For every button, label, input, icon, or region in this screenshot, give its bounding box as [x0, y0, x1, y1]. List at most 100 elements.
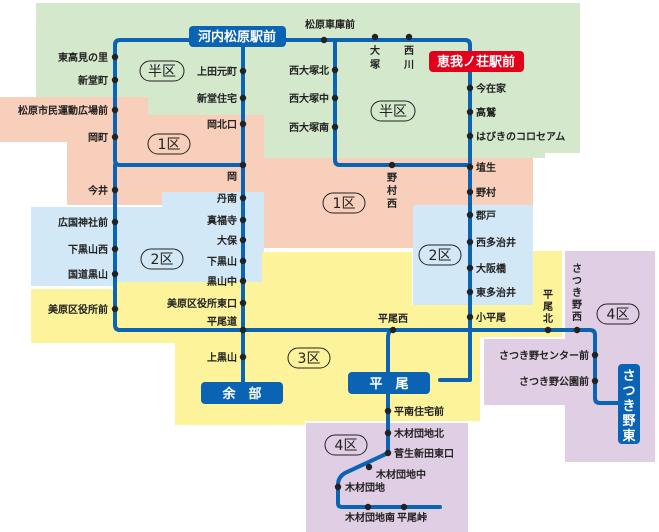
- stop-dot: [544, 326, 552, 334]
- stop-dot: [466, 264, 474, 272]
- stop-label[interactable]: 平尾道: [207, 315, 237, 328]
- stop-label[interactable]: 下黒山西: [68, 243, 108, 256]
- stop-label[interactable]: 今井: [87, 184, 108, 197]
- stop-label[interactable]: 岡北口: [207, 118, 237, 131]
- stop-label[interactable]: 東高見の里: [58, 51, 108, 64]
- stop-label[interactable]: 川: [403, 59, 414, 71]
- stop-dot: [388, 161, 396, 169]
- stop-label[interactable]: 木材団地北: [393, 427, 444, 440]
- stop-dot: [331, 66, 339, 74]
- stop-label[interactable]: 西大塚北: [289, 64, 329, 77]
- stops: 東高見の里新堂町松原市民運動広場前岡町今井広国神社前下黒山西国道黒山美原区役所前…: [18, 18, 599, 524]
- stop-dot: [239, 236, 247, 244]
- stop-label[interactable]: 小平尾: [475, 311, 506, 324]
- stop-label[interactable]: 平: [543, 289, 553, 301]
- stop-label[interactable]: 丹南: [217, 192, 237, 205]
- stop-label[interactable]: 東多治井: [476, 286, 516, 299]
- zone-label-half-left: 半区: [139, 60, 185, 82]
- stop-label[interactable]: 木材団地南: [344, 511, 395, 524]
- stop-dot: [111, 106, 119, 114]
- stop-dot: [364, 503, 372, 511]
- stop-label[interactable]: 岡町: [88, 132, 108, 144]
- terminal-kawachi-matsubara[interactable]: 河内松原駅前: [189, 26, 286, 47]
- stop-label[interactable]: 野: [572, 299, 582, 311]
- stop-label[interactable]: 上田元町: [197, 65, 237, 78]
- stop-dot: [365, 463, 373, 471]
- stop-label[interactable]: はびきのコロセアム: [476, 130, 565, 143]
- stop-dot: [591, 377, 599, 385]
- stop-label[interactable]: き: [572, 287, 582, 299]
- stop-label[interactable]: 菅生新田東口: [394, 447, 454, 460]
- stop-label[interactable]: 高鷲: [476, 106, 496, 119]
- stop-label[interactable]: 今在家: [475, 82, 507, 95]
- stop-label[interactable]: 美原区役所東口: [167, 297, 237, 310]
- stop-label[interactable]: 新堂住宅: [197, 92, 237, 105]
- stop-label[interactable]: 平南住宅前: [394, 405, 444, 418]
- stop-dot: [111, 270, 119, 278]
- stop-label[interactable]: 新堂町: [78, 74, 108, 87]
- terminal-hirao[interactable]: 平 尾: [348, 372, 430, 394]
- stop-dot: [239, 353, 247, 361]
- svg-text:2区: 2区: [429, 248, 452, 264]
- stop-dot: [239, 67, 247, 75]
- stop-dot: [239, 277, 247, 285]
- stop-dot: [466, 163, 474, 171]
- stop-dot: [239, 326, 247, 334]
- stop-label[interactable]: 西大塚中: [289, 92, 329, 105]
- stop-label[interactable]: 尾: [543, 301, 553, 313]
- stop-label[interactable]: 塚: [370, 58, 380, 71]
- stop-label[interactable]: 松原車庫前: [305, 18, 355, 31]
- zone-label-2-right: 2区: [418, 244, 462, 266]
- svg-text:4区: 4区: [335, 438, 358, 454]
- svg-text:3区: 3区: [298, 351, 321, 367]
- stop-label[interactable]: 上黒山: [207, 351, 237, 364]
- stop-label[interactable]: 木材団地中: [375, 468, 426, 481]
- stop-label[interactable]: 美原区役所前: [48, 303, 108, 316]
- stop-label[interactable]: 黒山中: [207, 275, 237, 288]
- stop-label[interactable]: 西多治井: [476, 236, 516, 249]
- stop-label[interactable]: 岡: [227, 171, 237, 183]
- stop-label[interactable]: 広国神社前: [58, 216, 108, 229]
- stop-dot: [405, 33, 413, 41]
- stop-label[interactable]: 大阪橋: [476, 262, 507, 275]
- zone-label-1-left: 1区: [147, 133, 191, 155]
- stop-label[interactable]: 下黒山: [207, 255, 237, 268]
- stop-label[interactable]: 西: [387, 198, 397, 210]
- stop-label[interactable]: 村: [387, 184, 397, 197]
- stop-dot: [239, 120, 247, 128]
- stop-label[interactable]: 木材団地: [344, 481, 385, 494]
- stop-label[interactable]: 松原市民運動広場前: [18, 104, 108, 117]
- stop-label[interactable]: さつき野公園前: [519, 375, 589, 388]
- stop-label[interactable]: 真福寺: [207, 214, 237, 227]
- stop-label[interactable]: 郡戸: [475, 210, 496, 222]
- stop-label[interactable]: 大: [370, 44, 380, 57]
- svg-text:河内松原駅前: 河内松原駅前: [198, 29, 276, 45]
- stop-label[interactable]: つ: [572, 276, 582, 287]
- stop-label[interactable]: 平尾峠: [397, 511, 427, 524]
- stop-label[interactable]: 平尾西: [378, 313, 408, 325]
- stop-label[interactable]: 西大塚南: [289, 121, 329, 134]
- terminal-eganosho[interactable]: 恵我ノ荘駅前: [429, 51, 524, 72]
- stop-label[interactable]: 大保: [217, 234, 238, 247]
- stop-label[interactable]: 野: [387, 172, 397, 184]
- stop-dot: [384, 449, 392, 457]
- stop-label[interactable]: さつき野センター前: [499, 349, 589, 362]
- terminal-yobe[interactable]: 余 部: [201, 382, 283, 404]
- stop-label[interactable]: 野村: [476, 186, 496, 199]
- stop-label[interactable]: 埴生: [476, 161, 496, 174]
- stop-label[interactable]: 西: [404, 45, 414, 57]
- stop-label[interactable]: 北: [543, 312, 553, 325]
- stop-dot: [111, 186, 119, 194]
- stop-dot: [239, 299, 247, 307]
- stop-dot: [111, 218, 119, 226]
- stop-dot: [331, 123, 339, 131]
- stop-dot: [466, 288, 474, 296]
- stop-dot: [111, 76, 119, 84]
- svg-text:恵我ノ荘駅前: 恵我ノ荘駅前: [437, 54, 515, 70]
- stop-label[interactable]: 国道黒山: [68, 268, 108, 281]
- stop-label[interactable]: さ: [572, 263, 582, 275]
- stop-label[interactable]: 西: [572, 311, 582, 323]
- svg-text:4区: 4区: [607, 307, 630, 323]
- svg-text:2区: 2区: [151, 252, 174, 268]
